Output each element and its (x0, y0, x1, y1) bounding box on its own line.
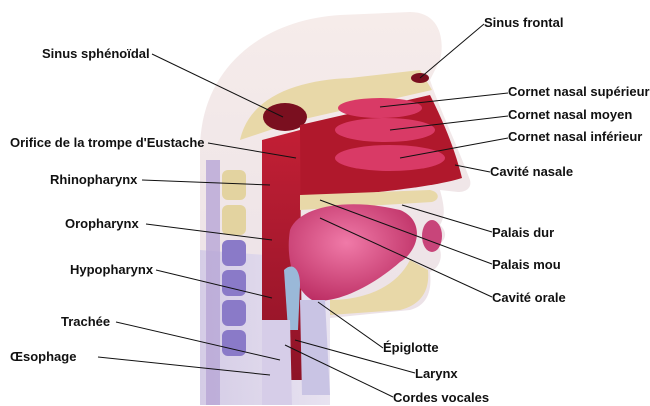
leader-oropharynx (146, 224, 272, 240)
leader-sinus-frontal (420, 24, 484, 78)
label-cornet-inferieur: Cornet nasal inférieur (508, 129, 642, 144)
label-palais-mou: Palais mou (492, 257, 561, 272)
label-orifice-trompe: Orifice de la trompe d'Eustache (10, 135, 205, 150)
label-cornet-moyen: Cornet nasal moyen (508, 107, 632, 122)
leader-cornet-inferieur (400, 138, 508, 158)
label-oropharynx: Oropharynx (65, 216, 139, 231)
label-hypopharynx: Hypopharynx (70, 262, 153, 277)
leader-rhinopharynx (142, 180, 270, 185)
leader-cordes-vocales (285, 345, 393, 397)
leader-hypopharynx (156, 270, 272, 298)
leader-palais-mou (320, 200, 492, 264)
label-palais-dur: Palais dur (492, 225, 554, 240)
leader-palais-dur (402, 205, 492, 232)
label-cordes-vocales: Cordes vocales (393, 390, 489, 405)
leader-sinus-sphenoidal (152, 54, 283, 117)
label-larynx: Larynx (415, 366, 458, 381)
label-rhinopharynx: Rhinopharynx (50, 172, 137, 187)
leader-cornet-moyen (390, 116, 508, 130)
leader-cavite-orale (320, 218, 492, 297)
label-cornet-superieur: Cornet nasal supérieur (508, 84, 650, 99)
label-cavite-orale: Cavité orale (492, 290, 566, 305)
leader-orifice-trompe (208, 143, 296, 158)
label-trachee: Trachée (61, 314, 110, 329)
label-sinus-frontal: Sinus frontal (484, 15, 563, 30)
leader-trachee (116, 322, 280, 360)
label-sinus-sphenoidal: Sinus sphénoïdal (42, 46, 150, 61)
leader-oesophage (98, 357, 270, 375)
label-oesophage: Œsophage (10, 349, 76, 364)
leader-cavite-nasale (455, 165, 490, 172)
label-epiglotte: Épiglotte (383, 340, 439, 355)
leader-epiglotte (318, 302, 383, 348)
leader-cornet-superieur (380, 93, 508, 107)
label-cavite-nasale: Cavité nasale (490, 164, 573, 179)
